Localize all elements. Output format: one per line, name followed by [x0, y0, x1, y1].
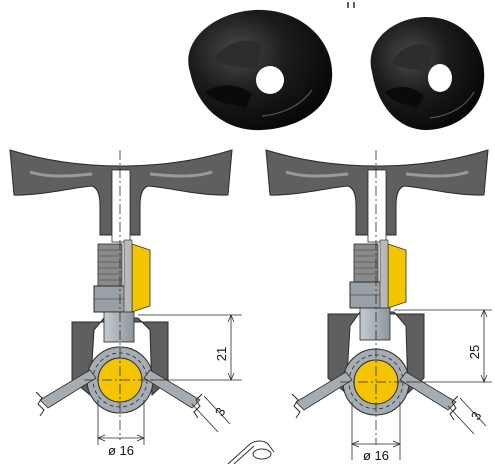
black-part-photo-left — [188, 9, 333, 131]
dimension-diameter-right: ø 16 — [363, 448, 389, 463]
dimension-lines-left — [96, 313, 242, 445]
dimension-height-left: 21 — [214, 347, 229, 361]
black-part-photo-right — [370, 16, 485, 131]
clamp-drawing-right — [265, 149, 489, 445]
top-text-fragment — [347, 2, 355, 8]
dimension-gap-left: 3 — [212, 405, 229, 419]
dimension-gap-right: 3 — [468, 409, 485, 423]
part-outline-sketch — [227, 440, 275, 465]
dimension-height-right: 25 — [467, 345, 482, 359]
dimension-lines-right — [350, 308, 492, 460]
dimension-diameter-left: ø 16 — [108, 443, 134, 458]
clamp-drawing-left — [9, 149, 233, 440]
